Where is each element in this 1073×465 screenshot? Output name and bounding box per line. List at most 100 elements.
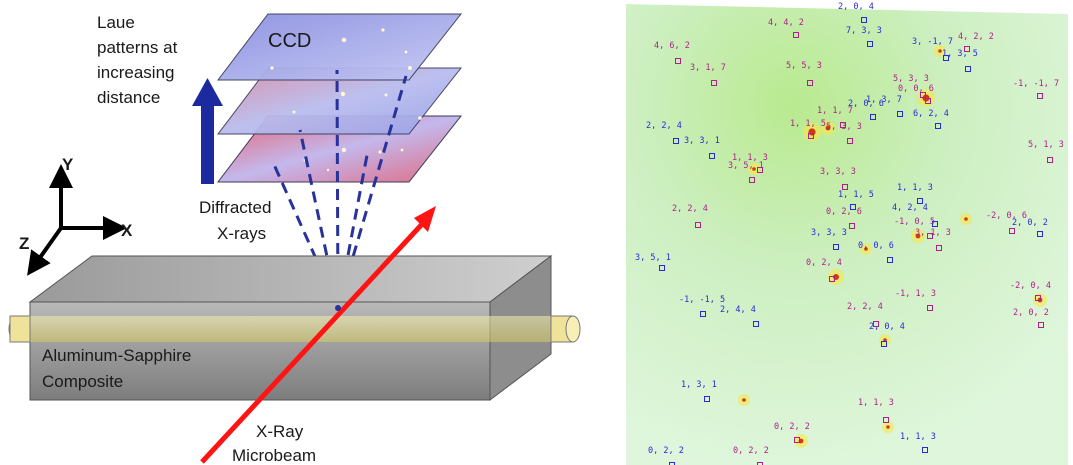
laue-index-marker (673, 138, 679, 144)
laue-spot (864, 247, 868, 251)
laue-index-label: 3, 1, 7 (690, 63, 726, 73)
laue-index-marker (1037, 93, 1043, 99)
laue-index-label: 0, 2, 4 (806, 258, 842, 268)
axis-x-label: X (121, 221, 133, 240)
laue-index-marker (807, 80, 813, 86)
axis-z-label: Z (19, 234, 29, 253)
ccd-plane-far (216, 13, 463, 81)
laue-index-label: 0, 0, 6 (898, 84, 934, 94)
laue-index-label: 5, 1, 3 (1028, 140, 1064, 150)
laue-index-label: 0, 0, 6 (858, 241, 894, 251)
laue-index-label: 2, 2, 4 (672, 204, 708, 214)
laue-index-label: 1, 3, 1 (681, 380, 717, 390)
laue-index-marker (935, 123, 941, 129)
laue-index-label: 3, 3, 3 (811, 228, 847, 238)
laue-index-label: 1, 1, 7 (817, 106, 853, 116)
laue-index-marker (695, 222, 701, 228)
laue-index-label: 0, 2, 2 (733, 446, 769, 456)
laue-index-marker (1047, 157, 1053, 163)
laue-index-marker (873, 321, 879, 327)
laue-index-marker (870, 114, 876, 120)
laue-index-marker (753, 321, 759, 327)
laue-index-marker (861, 17, 867, 23)
laue-spot (808, 128, 816, 136)
laue-index-marker (793, 32, 799, 38)
laue-index-marker (936, 245, 942, 251)
laue-spot (886, 425, 890, 429)
laue-index-marker (965, 66, 971, 72)
laue-index-marker (881, 341, 887, 347)
laue-index-label: 2, 2, 4 (847, 302, 883, 312)
laue-index-label: -1, -1, 7 (1013, 79, 1059, 89)
laue-index-marker (867, 41, 873, 47)
laue-index-label: -1, 1, 3 (895, 289, 936, 299)
laue-index-marker (847, 138, 853, 144)
laue-index-marker (1035, 295, 1041, 301)
laue-index-marker (920, 92, 926, 98)
laue-index-marker (1038, 322, 1044, 328)
laue-index-marker (757, 167, 763, 173)
laue-index-marker (669, 462, 675, 465)
laue-index-label: 4, 2, 4 (892, 203, 928, 213)
laue-index-marker (704, 396, 710, 402)
laue-index-marker (922, 447, 928, 453)
laue-index-label: 5, 3, 3 (893, 74, 929, 84)
laue-index-label: 1, 1, 3 (900, 432, 936, 442)
laue-index-marker (964, 46, 970, 52)
laue-spot (883, 338, 887, 342)
laue-index-marker (932, 221, 938, 227)
laue-index-marker (709, 153, 715, 159)
laue-index-marker (794, 437, 800, 443)
laue-spot (752, 167, 756, 171)
ccd-label: CCD (268, 30, 311, 52)
laue-index-marker (829, 276, 835, 282)
beam-focus-point (335, 305, 341, 311)
laue-index-label: 0, 2, 2 (648, 446, 684, 456)
laue-pattern-background (626, 4, 1068, 465)
diffracted-rays-label: Diffracted X-rays (199, 198, 276, 243)
laue-index-label: 0, 2, 6 (826, 207, 862, 217)
laue-index-marker (749, 177, 755, 183)
laue-index-marker (757, 462, 763, 465)
laue-index-label: 3, 5, 1 (635, 253, 671, 263)
laue-index-label: -2, 0, 6 (986, 211, 1027, 221)
laue-index-label: 6, 2, 4 (913, 109, 949, 119)
laue-index-marker (700, 311, 706, 317)
laue-index-label: 2, 0, 4 (869, 322, 905, 332)
axis-y-label: Y (62, 155, 74, 174)
laue-index-marker (833, 244, 839, 250)
laue-index-label: 7, 3, 3 (846, 26, 882, 36)
laue-index-marker (850, 204, 856, 210)
laue-label: Laue patterns at increasing distance (97, 13, 182, 107)
laue-index-label: 2, 2, 4 (646, 121, 682, 131)
composite-label: Aluminum-Sapphire Composite (42, 346, 196, 391)
plane-diffraction-spots (270, 28, 422, 172)
laue-index-label: -1, 0, 5 (894, 217, 935, 227)
laue-index-marker (925, 98, 931, 104)
increasing-distance-arrow (192, 78, 223, 184)
laue-spot (938, 49, 942, 53)
laue-index-marker (659, 265, 665, 271)
laue-index-marker (927, 233, 933, 239)
laue-index-marker (840, 122, 846, 128)
laue-index-label: 5, 3, 3 (826, 122, 862, 132)
laue-index-label: 1, 1, 3 (858, 398, 894, 408)
laue-index-marker (943, 55, 949, 61)
laue-index-label: 3, 3, 3 (820, 167, 856, 177)
laue-index-marker (1009, 228, 1015, 234)
laue-spot (742, 398, 746, 402)
laue-index-marker (675, 58, 681, 64)
laue-index-label: 3, -1, 7 (912, 37, 953, 47)
laue-spot (964, 217, 968, 221)
laue-index-label: 1, 1, 5 (790, 119, 826, 129)
laue-index-label: 0, 2, 2 (774, 422, 810, 432)
laue-index-label: 4, 6, 2 (654, 41, 690, 51)
laue-index-label: 2, 4, 4 (720, 305, 756, 315)
coordinate-axes (27, 164, 127, 276)
laue-index-label: 3, 3, 1 (684, 136, 720, 146)
laue-index-marker (883, 417, 889, 423)
laue-index-label: 2, 0, 2 (1012, 218, 1048, 228)
laue-index-label: 3, 5, 1 (728, 161, 764, 171)
laue-spot (915, 233, 921, 239)
sapphire-fiber-rod (8, 315, 581, 343)
